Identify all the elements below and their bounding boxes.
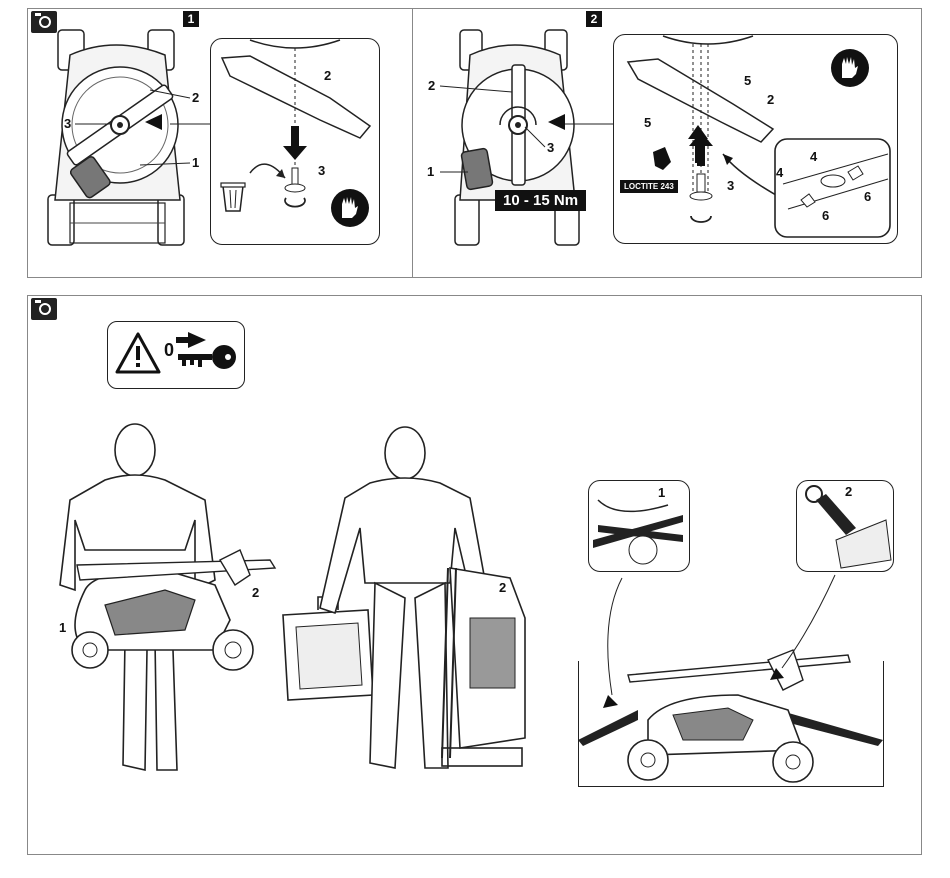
handle-clamp-detail bbox=[588, 480, 690, 572]
callout-detail-left-1: 1 bbox=[658, 485, 665, 500]
callout-detail-right-2: 2 bbox=[845, 484, 852, 499]
